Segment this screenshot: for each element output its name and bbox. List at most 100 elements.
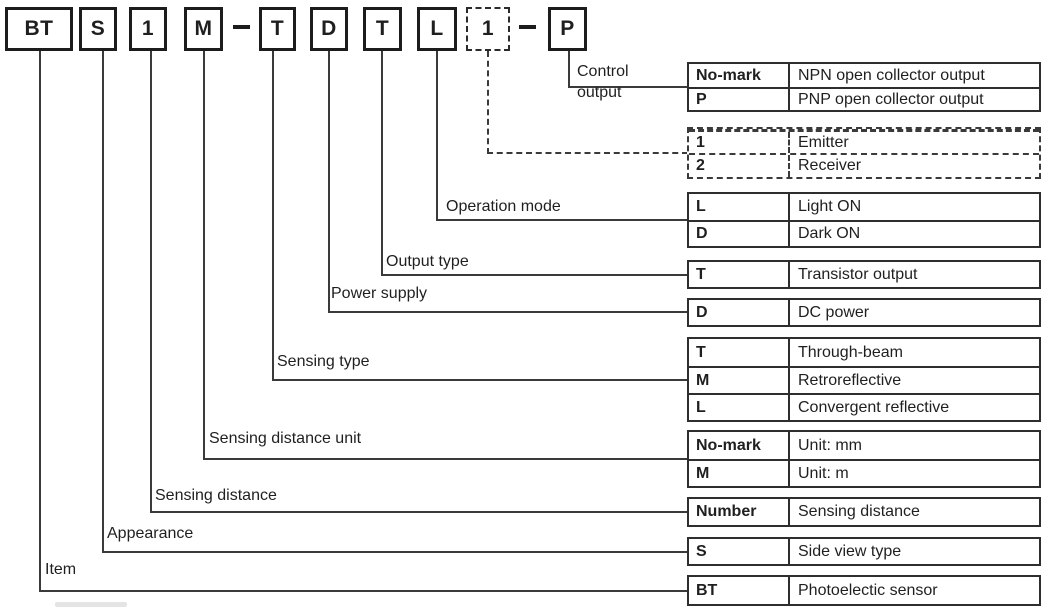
table-row: T Transistor output: [689, 262, 1039, 287]
legend-desc: Receiver: [798, 157, 862, 174]
output_type-label: Output type: [386, 253, 469, 270]
code-box-bt-0: BT: [5, 7, 73, 51]
sensing_distance_unit-connector-hline: [203, 458, 688, 460]
legend-key: No-mark: [689, 432, 790, 459]
legend-key: T: [689, 262, 790, 287]
legend-desc: Dark ON: [798, 225, 861, 242]
sensing_type-connector-hline: [272, 379, 688, 381]
legend-desc: Photoelectic sensor: [798, 581, 938, 599]
legend-key: Number: [689, 499, 790, 525]
legend-key: D: [689, 222, 790, 246]
legend-key: L: [689, 395, 790, 420]
code-box-1-2: 1: [129, 7, 167, 51]
sensing_type-label: Sensing type: [277, 353, 370, 370]
control_output-label: Control output: [577, 63, 629, 101]
control_output-connector-hline: [568, 86, 688, 88]
legend-desc: DC power: [798, 303, 870, 321]
appearance-connector-vline: [102, 51, 104, 553]
table-row: S Side view type: [689, 539, 1039, 564]
table-row: M Retroreflective: [689, 366, 1039, 393]
legend-key: M: [689, 461, 790, 486]
table-row: D Dark ON: [689, 220, 1039, 246]
appearance-connector-hline: [102, 551, 688, 553]
code-box-d-6: D: [310, 7, 348, 51]
code-box-t-5: T: [259, 7, 296, 51]
legend-key: D: [689, 300, 790, 325]
sensing_distance_unit-label: Sensing distance unit: [209, 430, 362, 447]
legend-key: 2: [689, 155, 790, 177]
operation_mode-connector-vline: [436, 51, 438, 221]
table-row: 2 Receiver: [689, 153, 1039, 177]
legend-key: M: [689, 368, 790, 393]
sensing_distance_unit-table: No-mark Unit: mm M Unit: m: [687, 430, 1041, 488]
code-separator-dash: [233, 25, 250, 29]
table-row: T Through-beam: [689, 339, 1039, 366]
legend-key: T: [689, 339, 790, 366]
legend-desc: Unit: m: [798, 464, 849, 482]
sensing_distance-connector-hline: [150, 511, 688, 513]
table-row: L Light ON: [689, 194, 1039, 220]
watermark-artifact: [55, 602, 127, 607]
legend-key: 1: [689, 132, 790, 153]
operation_mode-connector-hline: [436, 219, 688, 221]
item-connector-vline: [39, 51, 41, 592]
legend-key: L: [689, 194, 790, 220]
item-label: Item: [45, 561, 77, 578]
sensing_type-connector-vline: [272, 51, 274, 381]
code-box-s-1: S: [79, 7, 117, 51]
sensing_distance_unit-connector-vline: [203, 51, 205, 460]
legend-desc: Retroreflective: [798, 371, 902, 389]
legend-desc: Side view type: [798, 542, 902, 560]
code-box-p-11: P: [548, 7, 587, 51]
legend-desc: Through-beam: [798, 343, 903, 361]
appearance-table: S Side view type: [687, 537, 1041, 566]
legend-key: BT: [689, 577, 790, 604]
power_supply-connector-hline: [328, 311, 688, 313]
output_type-connector-hline: [381, 274, 688, 276]
code-box-m-3: M: [184, 7, 223, 51]
power_supply-label: Power supply: [331, 285, 428, 302]
legend-desc: Convergent reflective: [798, 398, 950, 416]
legend-key: S: [689, 539, 790, 564]
table-row: BT Photoelectic sensor: [689, 577, 1039, 604]
code-separator-dash: [519, 25, 536, 29]
legend-desc: NPN open collector output: [798, 66, 985, 84]
operation_mode-label: Operation mode: [446, 198, 561, 215]
emitter_receiver-table: 1 Emitter 2 Receiver: [687, 127, 1041, 179]
output_type-connector-vline: [381, 51, 383, 276]
table-row: 1 Emitter: [689, 129, 1039, 153]
code-box-t-7: T: [363, 7, 402, 51]
table-row: P PNP open collector output: [689, 87, 1039, 110]
operation_mode-table: L Light ON D Dark ON: [687, 192, 1041, 248]
legend-desc: Light ON: [798, 198, 862, 215]
output_type-table: T Transistor output: [687, 260, 1041, 289]
control_output-connector-vline: [568, 51, 570, 88]
legend-desc: Unit: mm: [798, 436, 862, 454]
table-row: No-mark Unit: mm: [689, 432, 1039, 459]
sensing_distance-connector-vline: [150, 51, 152, 513]
appearance-label: Appearance: [107, 525, 194, 542]
legend-desc: Transistor output: [798, 265, 918, 283]
item-table: BT Photoelectic sensor: [687, 575, 1041, 606]
sensing_distance-label: Sensing distance: [155, 487, 277, 504]
code-box-1-9: 1: [466, 7, 510, 51]
power_supply-connector-vline: [328, 51, 330, 313]
table-row: M Unit: m: [689, 459, 1039, 486]
table-row: No-mark NPN open collector output: [689, 64, 1039, 87]
item-connector-hline: [39, 590, 688, 592]
power_supply-table: D DC power: [687, 298, 1041, 327]
code-box-l-8: L: [417, 7, 457, 51]
legend-key: P: [689, 89, 790, 110]
legend-key: No-mark: [689, 64, 790, 87]
table-row: L Convergent reflective: [689, 393, 1039, 420]
legend-desc: PNP open collector output: [798, 90, 984, 108]
legend-desc: Emitter: [798, 133, 849, 151]
emitter_receiver-connector-hline: [487, 152, 688, 154]
emitter_receiver-connector-vline: [487, 51, 489, 154]
table-row: D DC power: [689, 300, 1039, 325]
